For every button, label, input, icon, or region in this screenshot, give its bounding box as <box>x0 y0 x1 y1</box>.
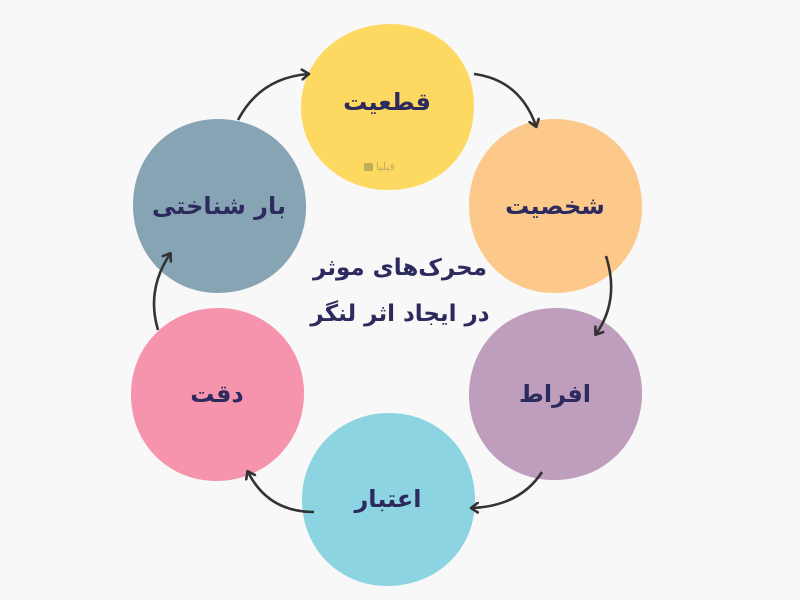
node-cognitive-load: بار شناختی <box>130 117 308 295</box>
node-precision-label: دقت <box>190 380 244 408</box>
center-title-line2: در ایجاد اثر لنگر <box>310 301 490 327</box>
node-personality-blob <box>469 118 643 293</box>
node-certainty: قطعیت <box>298 22 476 192</box>
arrow-cognitive-load-to-certainty <box>236 74 308 121</box>
watermark-text: فیلیا <box>376 160 395 173</box>
watermark: فیلیا <box>364 160 395 173</box>
arrow-credibility-to-precision <box>248 472 315 514</box>
node-credibility-blob <box>301 413 476 586</box>
center-title-line1: محرک‌های موثر <box>313 255 487 281</box>
arrow-personality-to-extremity <box>596 255 613 334</box>
node-extremity: افراط <box>466 305 644 483</box>
node-personality: شخصیت <box>466 117 644 295</box>
watermark-logo-icon <box>364 162 373 171</box>
node-personality-label: شخصیت <box>505 192 605 220</box>
arrow-certainty-to-personality <box>473 72 536 126</box>
node-credibility-label: اعتبار <box>354 485 422 513</box>
arrow-precision-to-cognitive-load <box>152 254 170 331</box>
node-extremity-blob <box>468 307 643 481</box>
center-title: محرک‌های موثر در ایجاد اثر لنگر <box>250 245 550 337</box>
node-cognitive-load-label: بار شناختی <box>152 192 286 220</box>
node-precision-blob <box>130 307 305 481</box>
node-precision: دقت <box>128 305 306 483</box>
node-extremity-label: افراط <box>518 380 592 408</box>
node-certainty-blob <box>300 24 475 190</box>
node-cognitive-load-blob <box>133 119 307 293</box>
node-credibility: اعتبار <box>299 410 477 588</box>
arrow-extremity-to-credibility <box>472 471 544 508</box>
node-certainty-label: قطعیت <box>343 88 431 116</box>
